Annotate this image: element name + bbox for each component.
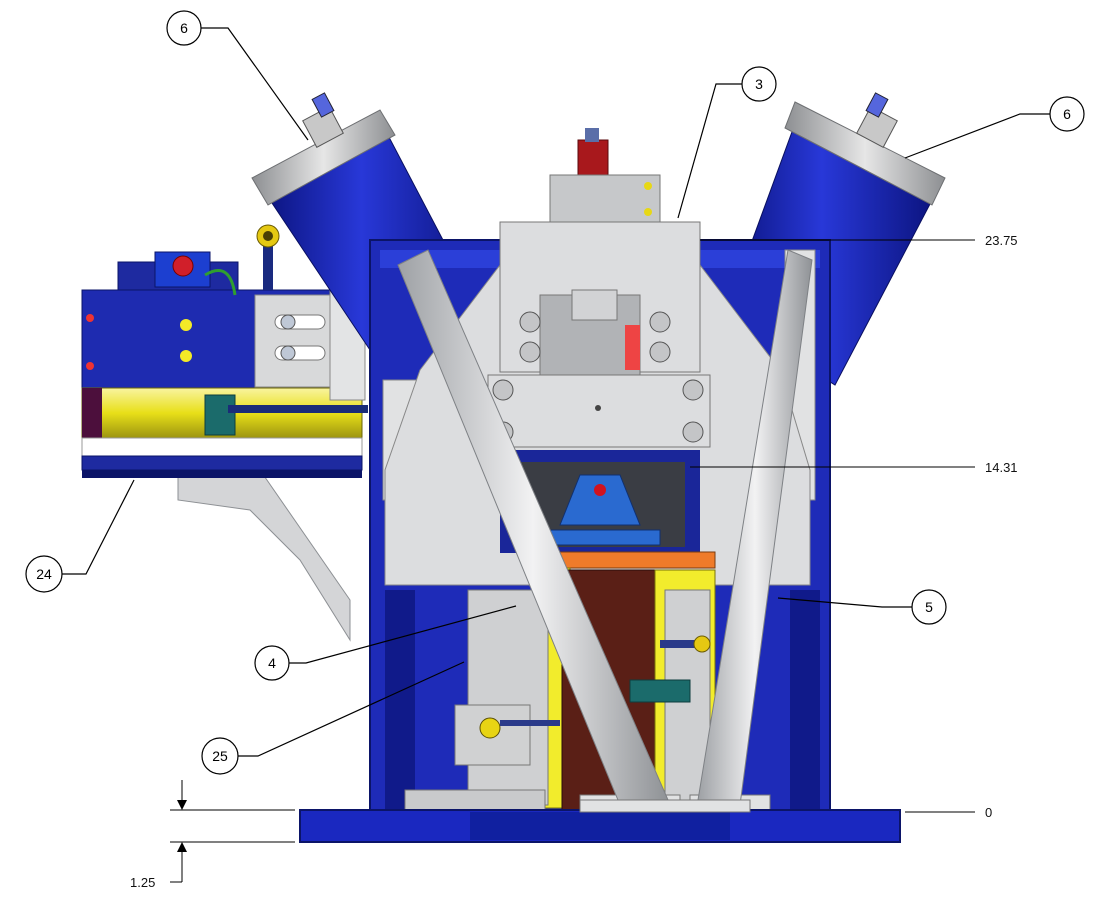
central-block bbox=[487, 128, 711, 448]
dim-1-25: 1.25 bbox=[130, 875, 155, 890]
callout-24: 24 bbox=[25, 555, 63, 593]
callout-25-label: 25 bbox=[212, 748, 228, 764]
callout-5: 5 bbox=[911, 589, 947, 625]
callout-5-label: 5 bbox=[925, 599, 933, 615]
callout-6-right: 6 bbox=[1049, 96, 1085, 132]
dimension-lines bbox=[170, 239, 975, 883]
callout-3-label: 3 bbox=[755, 76, 763, 92]
callout-6-left-label: 6 bbox=[180, 20, 188, 36]
callout-25: 25 bbox=[201, 737, 239, 775]
dim-23-75: 23.75 bbox=[985, 233, 1018, 248]
callout-3: 3 bbox=[741, 66, 777, 102]
callout-4-label: 4 bbox=[268, 655, 276, 671]
left-actuator-assembly bbox=[81, 224, 368, 642]
dim-14-31: 14.31 bbox=[985, 460, 1018, 475]
callout-4: 4 bbox=[254, 645, 290, 681]
callout-6-left: 6 bbox=[166, 10, 202, 46]
callout-6-right-label: 6 bbox=[1063, 106, 1071, 122]
dim-0: 0 bbox=[985, 805, 992, 820]
callout-leaders bbox=[62, 27, 1050, 757]
callout-24-label: 24 bbox=[36, 566, 52, 582]
base-plate bbox=[299, 799, 901, 843]
